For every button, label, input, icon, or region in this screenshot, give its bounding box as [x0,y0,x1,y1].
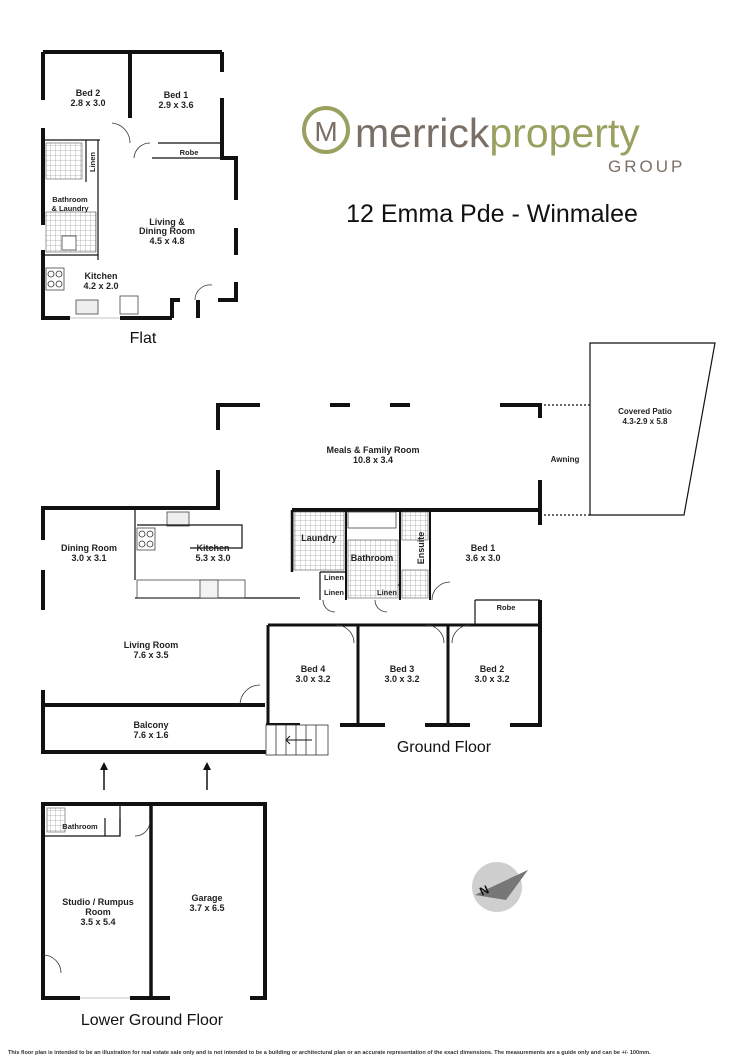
logo-letter: M [314,116,337,147]
room-label: Awning [551,455,580,464]
bathtub-icon [347,511,397,529]
room-size: 3.0 x 3.1 [71,553,106,563]
room-label: Studio / Rumpus [62,897,134,907]
room-size: 3.0 x 3.2 [384,674,419,684]
property-address: 12 Emma Pde - Winmalee [346,200,638,228]
room-size: 3.7 x 6.5 [189,903,224,913]
room-label: Ensuite [416,532,426,565]
brand-group: GROUP [608,157,685,176]
room-label: Bed 4 [301,664,326,674]
company-logo: M merrickproperty GROUP [302,106,685,176]
kitchen-sink-icon [75,299,99,315]
room-label: Bathroom [52,195,88,204]
room-size: 10.8 x 3.4 [353,455,393,465]
room-label: Bathroom [351,553,394,563]
shower-icon [45,142,83,180]
room-label: & Laundry [51,204,89,213]
room-label: Kitchen [196,543,229,553]
floor-title-flat: Flat [130,330,157,347]
room-size: 4.3-2.9 x 5.8 [623,417,668,426]
ground-floor-plan: Covered Patio 4.3-2.9 x 5.8 Awning Meals… [40,342,716,756]
room-size: 7.6 x 3.5 [133,650,168,660]
room-label: Linen [324,573,344,582]
logo-ring-icon [302,106,350,154]
brand-name: merrickproperty [355,110,640,156]
room-size: 3.6 x 3.0 [465,553,500,563]
room-size: 5.3 x 3.0 [195,553,230,563]
stove-icon [45,267,65,291]
flat-plan: Bed 2 2.8 x 3.0 Bed 1 2.9 x 3.6 Robe Lin… [40,50,239,321]
room-label: Kitchen [84,271,117,281]
shower-icon [46,807,66,833]
room-label: Dining Room [61,543,117,553]
sink-icon [61,235,77,251]
lower-ground-floor-plan: Bathroom Studio / Rumpus Room 3.5 x 5.4 … [41,802,267,1001]
kitchen-sink-icon [166,511,190,527]
floor-title-lower: Lower Ground Floor [81,1012,224,1029]
room-label: Laundry [301,533,337,543]
cooktop-icon [136,527,156,551]
room-label: Linen [324,588,344,597]
room-label: Robe [497,603,516,612]
room-label: Linen [88,152,97,172]
room-size: 4.5 x 4.8 [149,236,184,246]
disclaimer-text: This floor plan is intended to be an ill… [8,1050,651,1056]
stairs-icon [265,724,329,756]
room-label: Room [85,907,111,917]
room-label: Bed 2 [76,88,101,98]
room-size: 7.6 x 1.6 [133,730,168,740]
floor-title-ground: Ground Floor [397,739,492,756]
stair-arrow-icon [100,762,108,790]
room-label: Bed 2 [480,664,505,674]
room-size: 2.8 x 3.0 [70,98,105,108]
room-size: 3.0 x 3.2 [474,674,509,684]
room-label: Living Room [124,640,179,650]
room-label: Bed 1 [164,90,189,100]
room-label: Covered Patio [618,407,672,416]
room-label: Robe [180,148,199,157]
room-label: Living & [149,217,185,227]
room-size: 4.2 x 2.0 [83,281,118,291]
stair-arrow-icon [203,762,211,790]
room-label: Meals & Family Room [326,445,419,455]
room-label: Bathroom [62,822,98,831]
compass-icon: N [472,862,528,912]
room-label: Garage [191,893,222,903]
room-label: Bed 1 [471,543,496,553]
room-label: Balcony [133,720,168,730]
room-label: Linen [377,588,397,597]
room-size: 2.9 x 3.6 [158,100,193,110]
room-label: Bed 3 [390,664,415,674]
room-size: 3.5 x 5.4 [80,917,115,927]
room-size: 3.0 x 3.2 [295,674,330,684]
room-label: Dining Room [139,226,195,236]
